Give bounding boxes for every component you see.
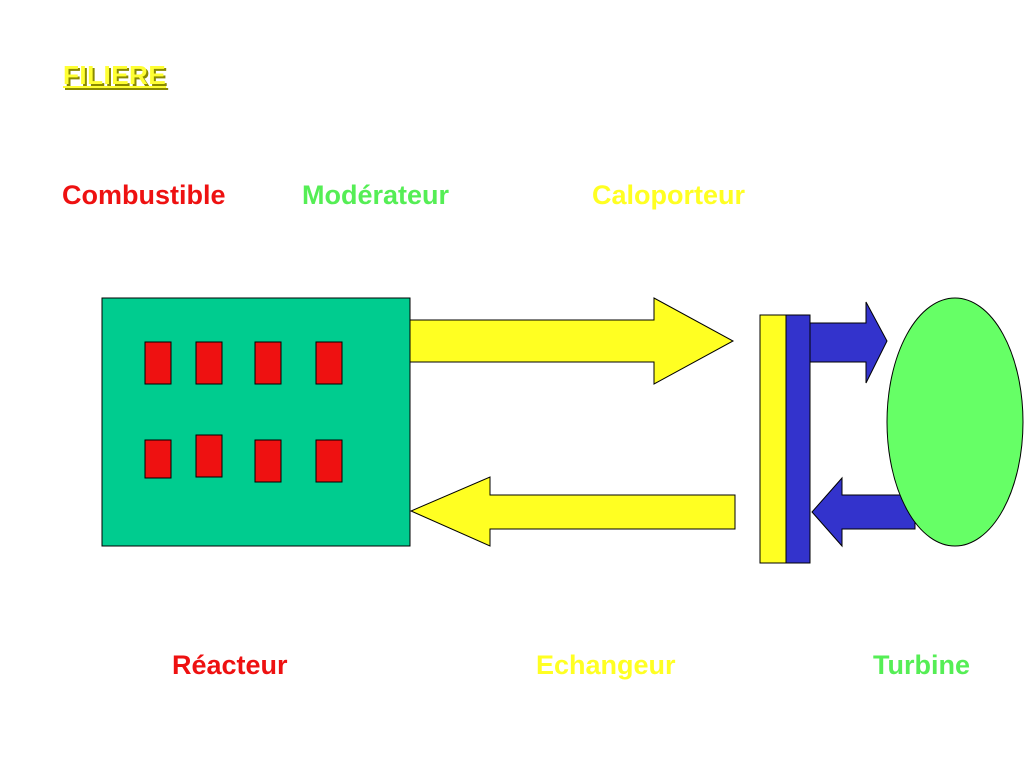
fuel-element	[195, 341, 223, 385]
reactor-core	[101, 297, 411, 547]
hot-coolant-arrow	[409, 297, 735, 385]
steam-arrow	[809, 301, 888, 384]
fuel-element	[195, 434, 223, 478]
label-echangeur: Echangeur	[536, 650, 676, 680]
condensate-arrow	[811, 476, 916, 548]
exchanger-primary-plate	[759, 314, 787, 564]
fuel-element	[144, 439, 172, 479]
label-turbine: Turbine	[873, 650, 970, 680]
label-reacteur: Réacteur	[172, 650, 288, 680]
fuel-element	[254, 341, 282, 385]
label-moderateur: Modérateur	[302, 180, 450, 210]
label-combustible: Combustible	[62, 180, 226, 210]
fuel-element	[254, 439, 282, 483]
fuel-elements	[144, 341, 343, 483]
fuel-element	[315, 341, 343, 385]
fuel-element	[144, 341, 172, 385]
page-title: FILIERE	[63, 60, 167, 90]
label-caloporteur: Caloporteur	[592, 180, 746, 210]
return-coolant-arrow	[409, 476, 736, 547]
exchanger-secondary-plate	[785, 314, 811, 564]
fuel-element	[315, 439, 343, 483]
turbine	[886, 297, 1024, 547]
